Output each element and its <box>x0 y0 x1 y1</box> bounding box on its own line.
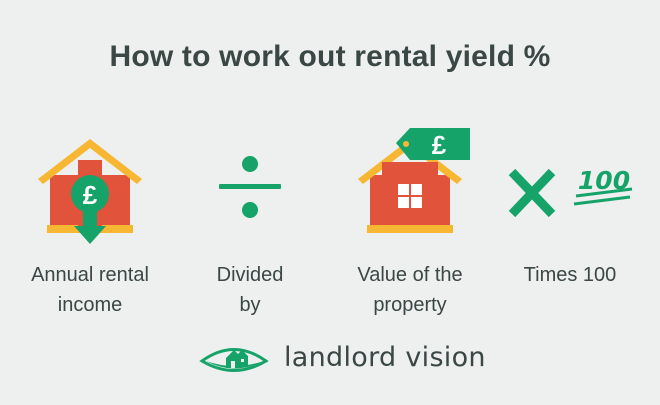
step-caption: Annual rental income <box>10 260 170 320</box>
step-times-100: 100 Times 100 <box>490 120 650 330</box>
step-caption: Value of the property <box>330 260 490 320</box>
caption-line: income <box>57 294 123 316</box>
caption-line: by <box>239 294 261 316</box>
caption-line: Value of the <box>357 264 463 286</box>
pound-symbol: £ <box>83 180 98 210</box>
house-price-tag-icon: £ <box>358 128 470 233</box>
caption-line: Divided <box>216 264 284 286</box>
caption-line: Times 100 <box>523 264 617 286</box>
caption-line: property <box>373 294 447 316</box>
page-title: How to work out rental yield % <box>109 40 551 73</box>
landlord-vision-logo: landlord vision <box>198 340 486 380</box>
eye-house-logo-icon <box>199 348 269 372</box>
pound-symbol: £ <box>432 130 447 160</box>
multiply-hundred-icon: 100 <box>508 166 633 218</box>
logo-text: landlord vision <box>284 342 486 373</box>
caption-line: Annual rental <box>31 264 149 286</box>
step-caption: Divided by <box>170 260 330 320</box>
step-caption: Times 100 <box>490 260 650 290</box>
house-pound-down-arrow-icon: £ <box>38 139 142 244</box>
step-annual-rental-income: £ Annual rental income <box>10 120 170 330</box>
step-property-value: £ Value of the property <box>330 120 490 330</box>
division-sign-icon <box>219 156 281 218</box>
step-divided-by: Divided by <box>170 120 330 330</box>
